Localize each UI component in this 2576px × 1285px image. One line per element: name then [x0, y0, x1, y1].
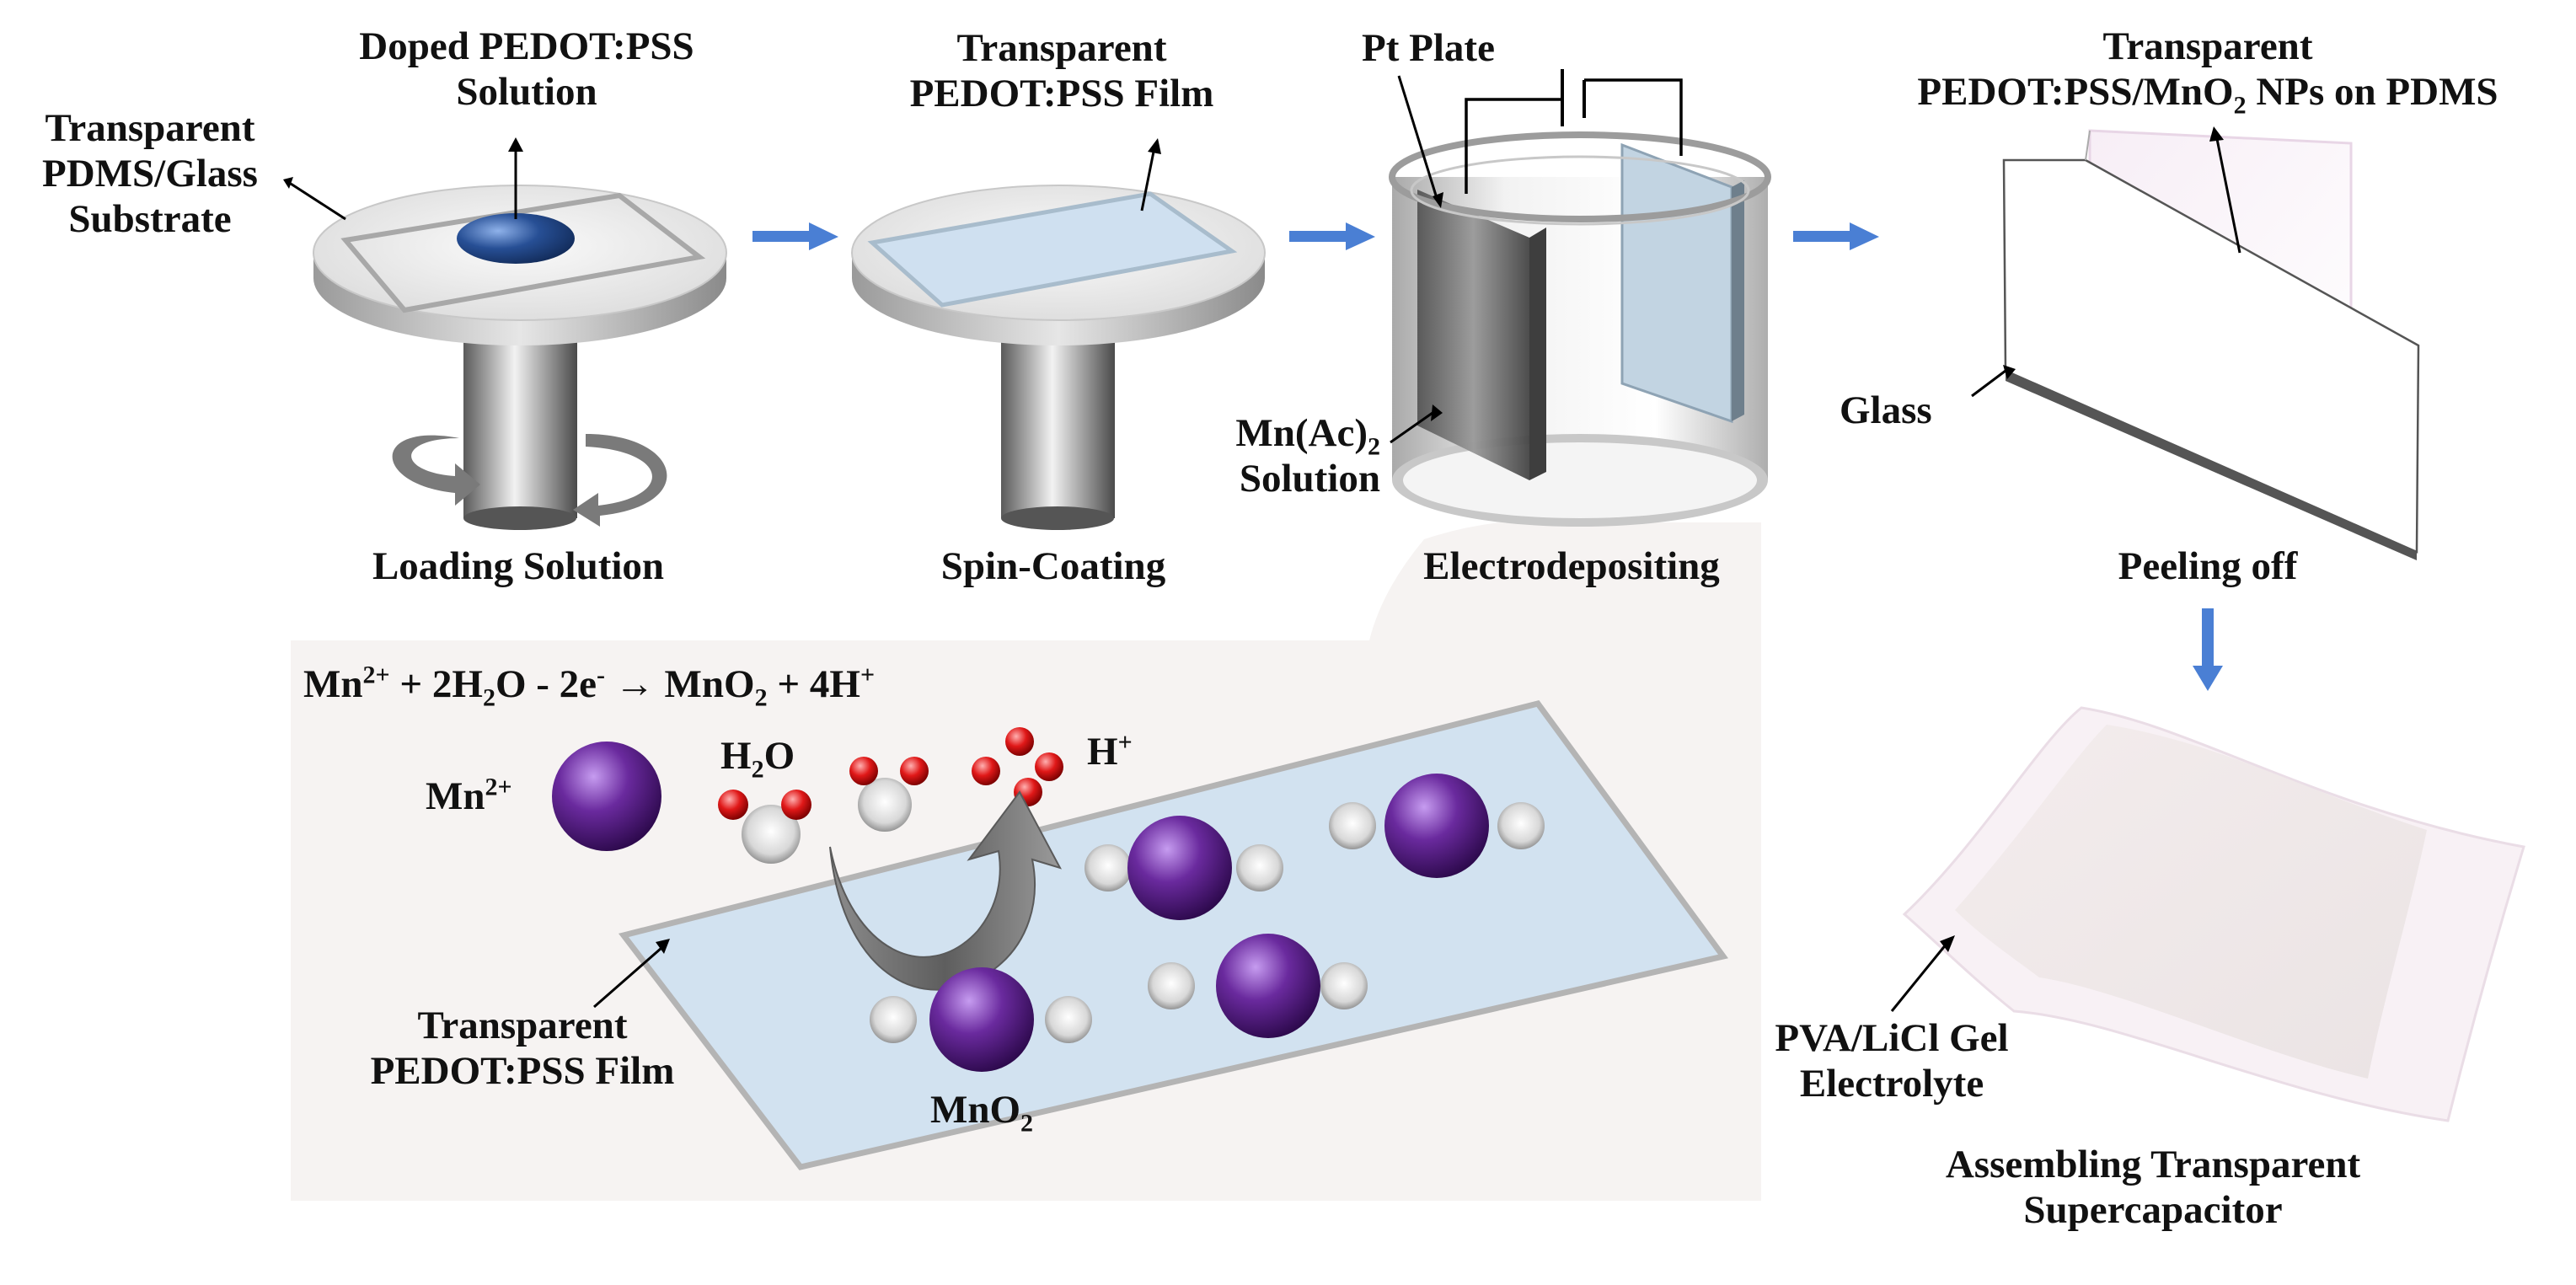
pedot-film-label: Transparent PEDOT:PSS Film [909, 26, 1214, 116]
pt-plate-label: Pt Plate [1362, 26, 1495, 70]
mn-ion-ball [552, 742, 661, 851]
glass-slide [2002, 158, 2420, 554]
process-arrow-3-icon [1793, 222, 1879, 250]
mno2-particle [870, 967, 1092, 1072]
spinner-shaft-2 [1001, 337, 1115, 518]
mno2-particle [1148, 934, 1368, 1038]
pdms-film-title: Transparent PEDOT:PSS/MnO2 NPs on PDMS [1917, 24, 2498, 120]
doped-pedot-solution-label: Doped PEDOT:PSS Solution [359, 24, 694, 115]
process-arrow-1-icon [752, 222, 838, 250]
reaction-curved-arrow-icon [829, 790, 1063, 991]
spin-coater-loading [283, 137, 727, 530]
mno2-particle [1084, 816, 1283, 920]
glass-label: Glass [1840, 388, 1932, 432]
electrodepositing-caption: Electrodepositing [1423, 544, 1720, 588]
film-on-glass [1971, 126, 2420, 560]
reaction-equation: Mn2+ + 2H2O - 2e- → MnO2 + 4H+ [303, 661, 876, 712]
process-arrow-down-icon [2193, 608, 2223, 691]
supercapacitor-film [1955, 725, 2427, 1079]
proton-label: H+ [1087, 728, 1133, 774]
electrodeposition-cell [1389, 69, 1771, 527]
pt-plate-electrode [1620, 142, 1733, 424]
water-molecule [849, 757, 929, 832]
mn-ac-solution-label: Mn(Ac)2 Solution [1235, 411, 1380, 501]
beaker-rim [1389, 131, 1771, 222]
gel-electrolyte-label: PVA/LiCl Gel Electrolyte [1775, 1016, 2009, 1106]
spin-coater-coating [851, 138, 1266, 530]
detail-film-label: Transparent PEDOT:PSS Film [370, 1004, 675, 1094]
rotation-arrow-right-icon [573, 434, 667, 527]
mno2-label: MnO2 [929, 1088, 1034, 1138]
substrate-label: Transparent PDMS/Glass Substrate [42, 106, 258, 242]
water-label: H2O [720, 734, 795, 784]
supercapacitor-assembly [1890, 706, 2525, 1122]
pedot-electrode [1417, 190, 1529, 480]
spin-coating-caption: Spin-Coating [940, 544, 1166, 588]
water-molecule [718, 790, 811, 864]
process-arrow-2-icon [1289, 222, 1375, 250]
pedot-film-coated [867, 191, 1238, 308]
substrate-outline [340, 192, 706, 313]
peeling-off-caption: Peeling off [2118, 544, 2298, 588]
assembling-caption: Assembling Transparent Supercapacitor [1945, 1143, 2361, 1233]
circuit-wire [1465, 98, 1549, 194]
pedot-droplet [457, 213, 575, 264]
spinner-shaft [463, 337, 577, 518]
rotation-arrow-left-icon [392, 435, 480, 506]
loading-solution-caption: Loading Solution [372, 544, 665, 588]
mno2-particle [1329, 774, 1545, 878]
reaction-detail [552, 700, 1728, 1170]
proton-cluster [972, 727, 1063, 806]
mn-ion-label: Mn2+ [426, 773, 512, 818]
